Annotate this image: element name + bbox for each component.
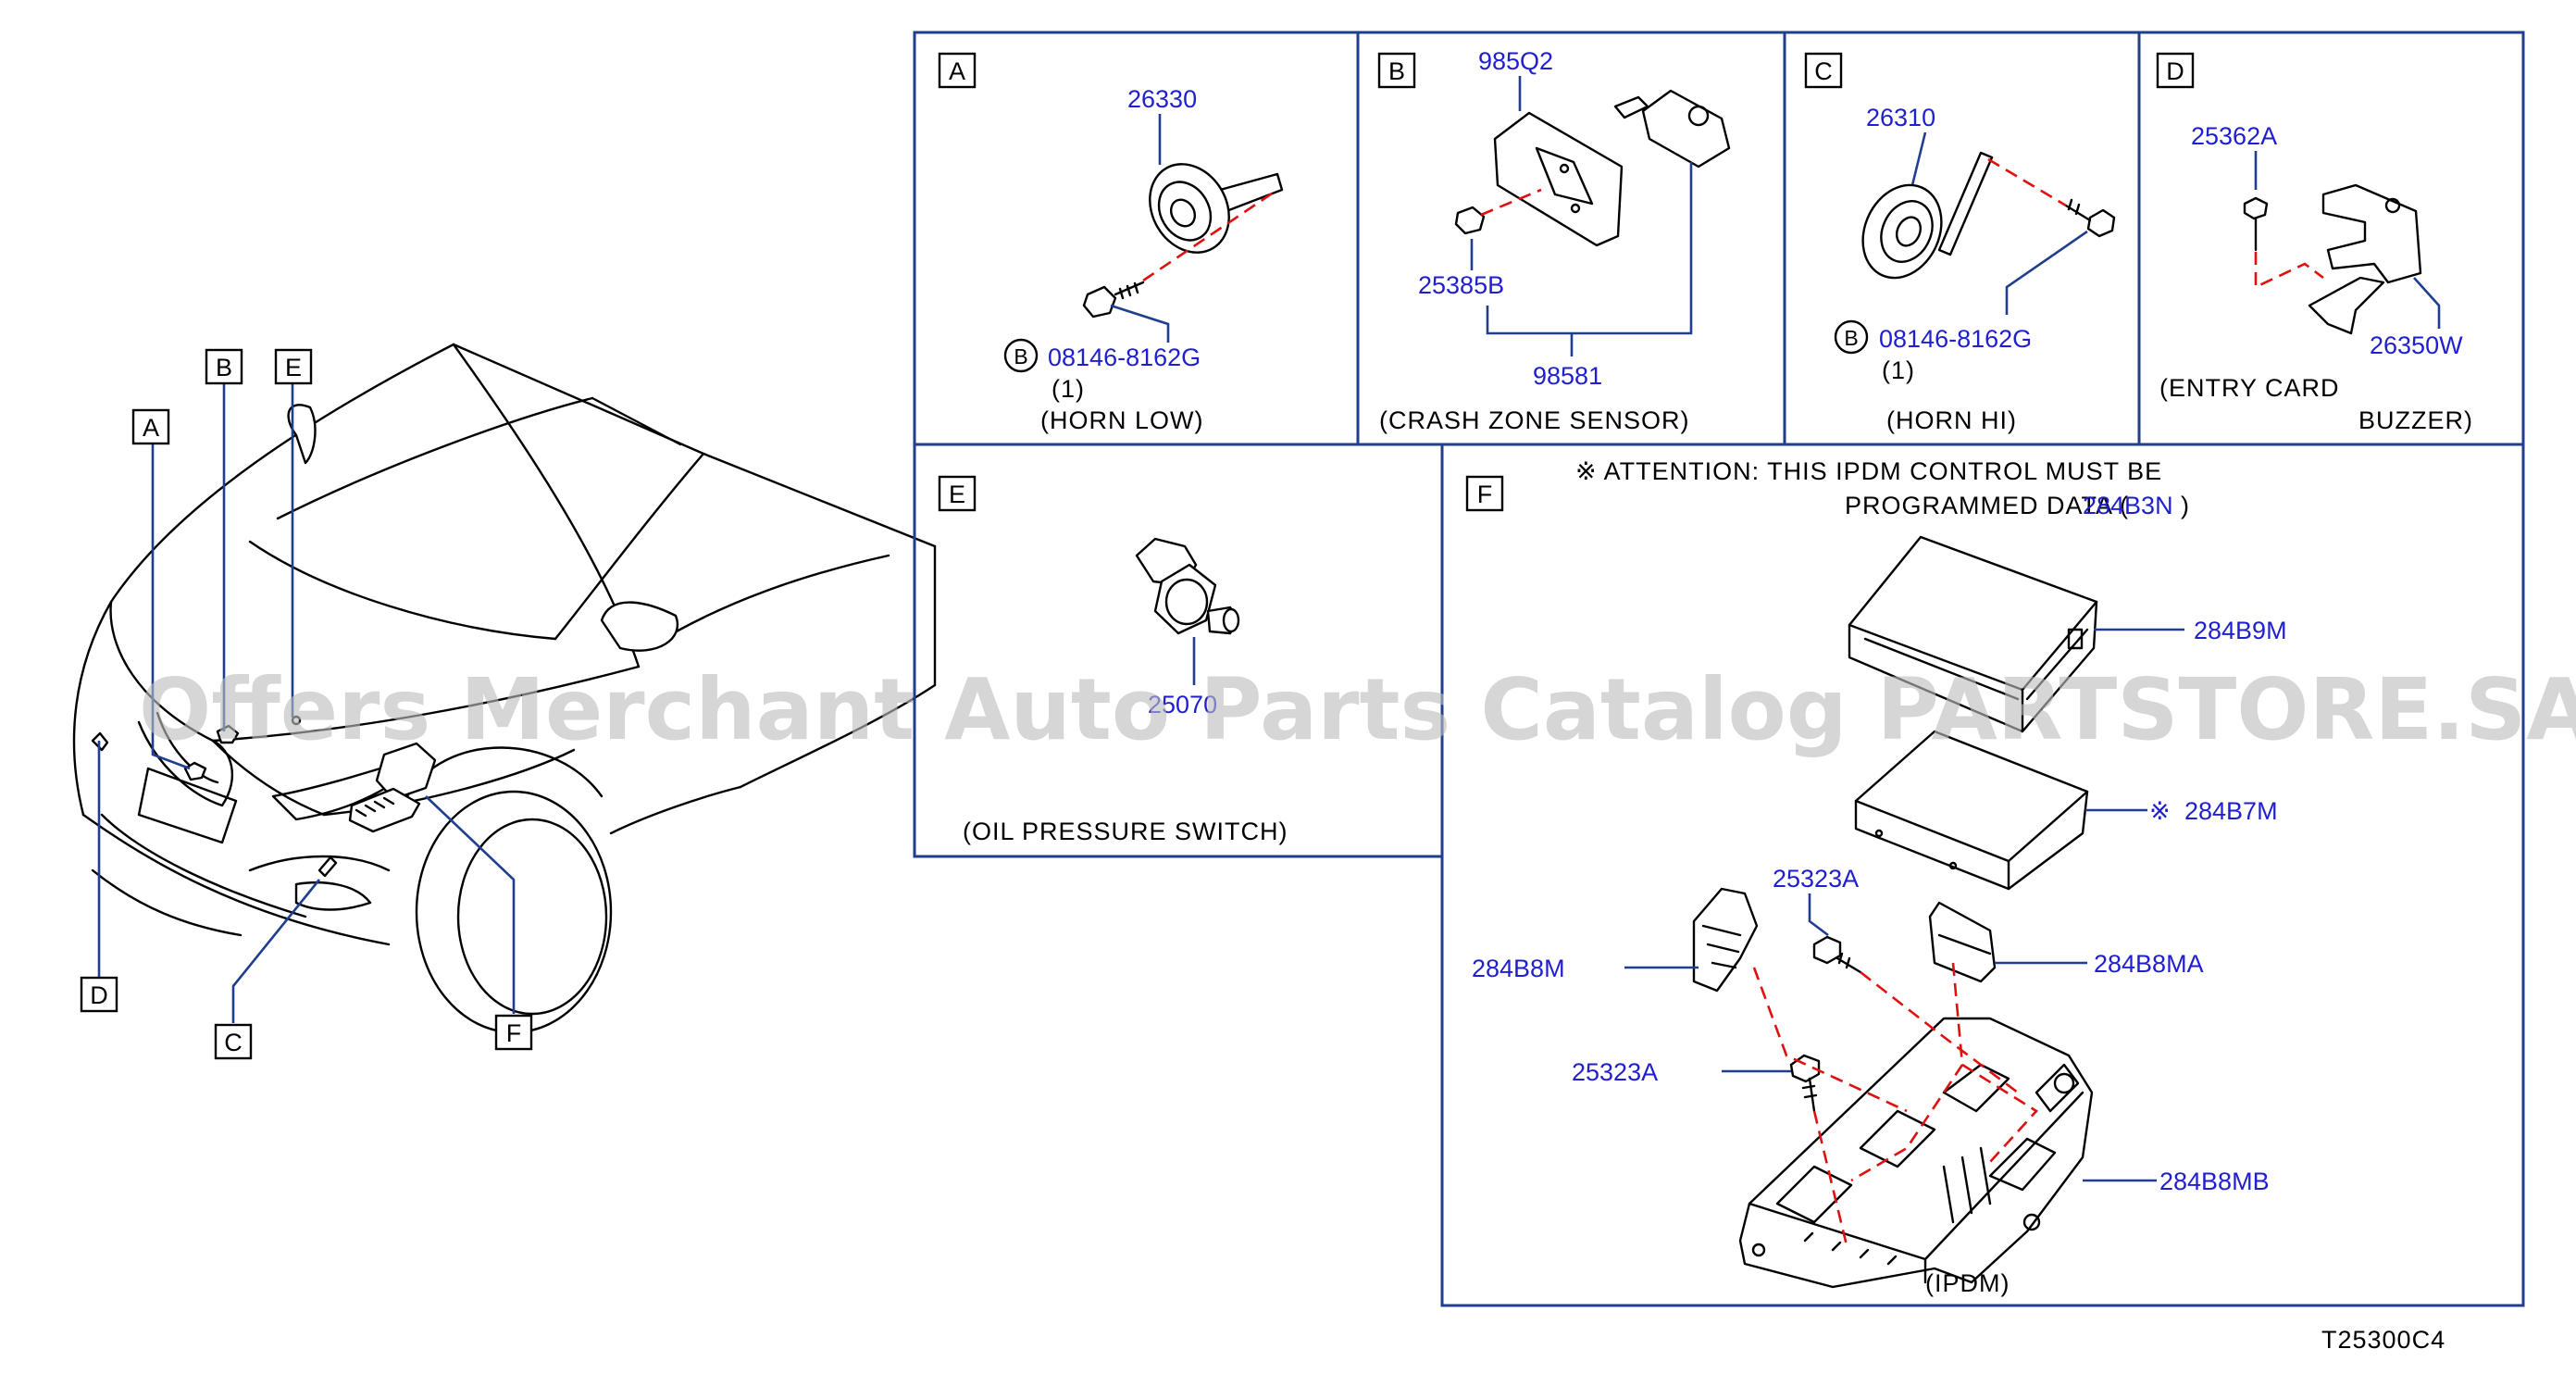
callout-c: C <box>214 1023 253 1060</box>
callout-leaders <box>97 384 516 1023</box>
panel-c: C 26310 B 08146-8162G (1) (HORN HI) <box>1804 52 2116 434</box>
attention-line-2: PROGRAMMED DATA ( <box>1845 492 2129 519</box>
caption-horn-hi: (HORN HI) <box>1886 406 2017 434</box>
svg-text:(1): (1) <box>1882 356 1915 384</box>
part-25323a-upper: 25323A <box>1773 865 1859 893</box>
part-284b7m: 284B7M <box>2184 797 2278 825</box>
attention-line-1: ※ ATTENTION: THIS IPDM CONTROL MUST BE <box>1575 457 2162 485</box>
part-25362a: 25362A <box>2191 122 2277 150</box>
panel-grid <box>913 31 2525 1307</box>
diagram-code: T25300C4 <box>2321 1326 2445 1354</box>
svg-text:※: ※ <box>2149 797 2171 825</box>
callout-e: E <box>274 348 313 385</box>
svg-text:C: C <box>224 1029 243 1056</box>
svg-text:B: B <box>1844 326 1858 350</box>
part-284b8ma: 284B8MA <box>2094 950 2204 978</box>
svg-text:): ) <box>2181 492 2190 519</box>
svg-text:D: D <box>90 981 108 1009</box>
callout-f: F <box>494 1014 533 1051</box>
part-26330: 26330 <box>1127 85 1197 113</box>
panel-a: A 26330 B 08146-8162G (1) (HORN LOW) <box>938 52 1284 434</box>
part-08146-8162g-a: 08146-8162G <box>1048 344 1201 371</box>
caption-buzzer: BUZZER) <box>2358 406 2473 434</box>
svg-text:B: B <box>1014 344 1027 368</box>
panel-d: D 25362A 26350W (ENTRY CARD BUZZER) <box>2156 52 2473 434</box>
caption-oil-pressure-switch: (OIL PRESSURE SWITCH) <box>963 818 1288 845</box>
bolt-upper-drawing <box>1812 935 1862 974</box>
svg-text:F: F <box>1477 481 1493 508</box>
ipdm-module-284b7m-drawing <box>1854 730 2089 891</box>
svg-text:E: E <box>285 354 302 381</box>
svg-text:B: B <box>1388 57 1405 85</box>
part-98581: 98581 <box>1533 362 1602 390</box>
caption-horn-low: (HORN LOW) <box>1040 406 1203 434</box>
watermark-text: Offers Merchant Auto Parts Catalog PARTS… <box>139 660 2576 759</box>
part-26310: 26310 <box>1866 104 1935 131</box>
caption-ipdm: (IPDM) <box>1925 1269 2010 1297</box>
part-08146-8162g-c: 08146-8162G <box>1879 325 2032 353</box>
horn-low-drawing <box>1082 163 1284 319</box>
svg-text:A: A <box>143 414 159 442</box>
part-985q2: 985Q2 <box>1478 47 1553 75</box>
attention-code: 284B3N <box>2083 492 2173 519</box>
bracket-284b8m-drawing <box>1692 887 1759 993</box>
caption-crash-zone-sensor: (CRASH ZONE SENSOR) <box>1379 406 1690 434</box>
entry-card-buzzer-drawing <box>2243 183 2422 335</box>
bolt-marker-b-icon <box>1003 338 1039 373</box>
bracket-284b8ma-drawing <box>1928 901 1997 983</box>
panel-e: E 25070 (OIL PRESSURE SWITCH) <box>938 475 1288 845</box>
part-25323a-lower: 25323A <box>1572 1058 1658 1086</box>
callout-b: B <box>205 348 243 385</box>
vehicle-overview <box>72 343 937 1034</box>
svg-text:(1): (1) <box>1052 375 1085 403</box>
ipdm-base-284b8mb-drawing <box>1738 1017 2094 1289</box>
panel-f: F ※ ATTENTION: THIS IPDM CONTROL MUST BE… <box>1465 457 2287 1297</box>
svg-text:E: E <box>949 481 965 508</box>
crash-sensor-drawing <box>1454 89 1731 247</box>
oil-pressure-switch-drawing <box>1135 537 1240 635</box>
bolt-marker-b-icon <box>1834 319 1869 355</box>
callout-d: D <box>80 976 118 1013</box>
panel-b: B 985Q2 25385B 98581 (CRASH ZONE SENSOR) <box>1377 47 1731 434</box>
ipdm-module-284b9m-drawing <box>1848 535 2098 733</box>
svg-text:F: F <box>506 1019 522 1047</box>
caption-entry-card: (ENTRY CARD <box>2159 374 2340 402</box>
part-25070: 25070 <box>1148 691 1217 718</box>
part-284b8mb: 284B8MB <box>2159 1168 2270 1195</box>
panel-a-letter: A <box>949 57 965 85</box>
callout-a: A <box>131 408 170 445</box>
panel-a-letter-box <box>938 52 977 89</box>
part-26350w: 26350W <box>2370 331 2463 359</box>
svg-text:B: B <box>216 354 232 381</box>
horn-hi-drawing <box>1861 151 2116 280</box>
svg-text:D: D <box>2166 57 2184 85</box>
svg-text:C: C <box>1814 57 1833 85</box>
part-284b8m: 284B8M <box>1472 955 1565 982</box>
part-25385b: 25385B <box>1418 271 1504 299</box>
part-284b9m: 284B9M <box>2194 617 2287 644</box>
